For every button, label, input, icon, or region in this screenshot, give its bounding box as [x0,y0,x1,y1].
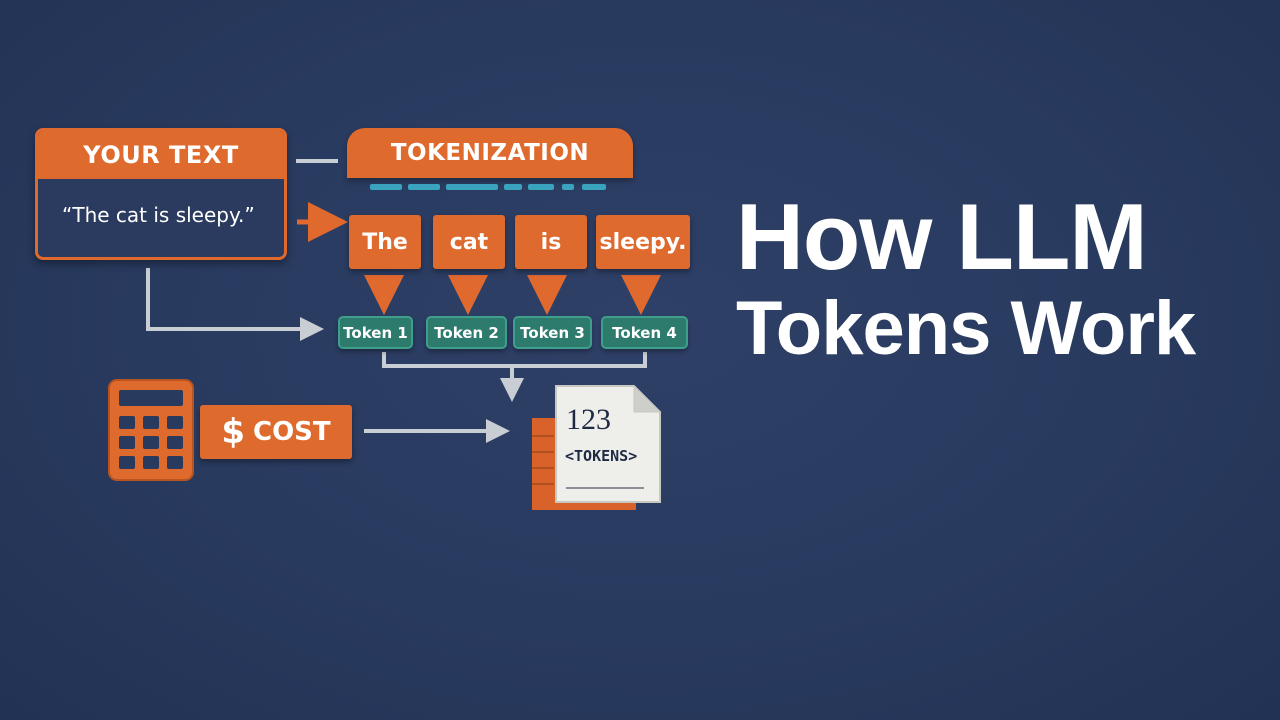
document-number: 123 [566,403,611,436]
token-bracket [382,352,647,368]
dash-2 [408,184,440,190]
dash-7 [582,184,606,190]
token-pill-4: Token 4 [601,316,688,349]
document-tag: <TOKENS> [565,447,638,465]
word-box-1: The [349,215,421,269]
page-title: How LLM Tokens Work [736,186,1256,370]
calculator-icon [108,379,194,481]
dash-1 [370,184,402,190]
dash-3 [446,184,498,190]
dash-5 [528,184,554,190]
cost-text: COST [253,417,331,447]
word-box-3: is [515,215,587,269]
token-pill-2: Token 2 [426,316,507,349]
dash-6 [562,184,574,190]
document-icon [532,384,662,510]
tokenization-header: TOKENIZATION [347,128,633,178]
dollar-icon: $ [221,412,245,452]
title-line-2: Tokens Work [736,285,1196,371]
word-box-2: cat [433,215,505,269]
input-text: “The cat is sleepy.” [62,203,255,227]
word-box-4: sleepy. [596,215,690,269]
token-pill-3: Token 3 [513,316,592,349]
title-line-1: How LLM [736,184,1148,289]
dash-4 [504,184,522,190]
token-pill-1: Token 1 [338,316,413,349]
gray-arrow-down-right [146,268,324,341]
cost-label: $ COST [200,405,352,459]
input-panel-header: YOUR TEXT [38,131,284,179]
input-panel: YOUR TEXT “The cat is sleepy.” [35,128,287,260]
